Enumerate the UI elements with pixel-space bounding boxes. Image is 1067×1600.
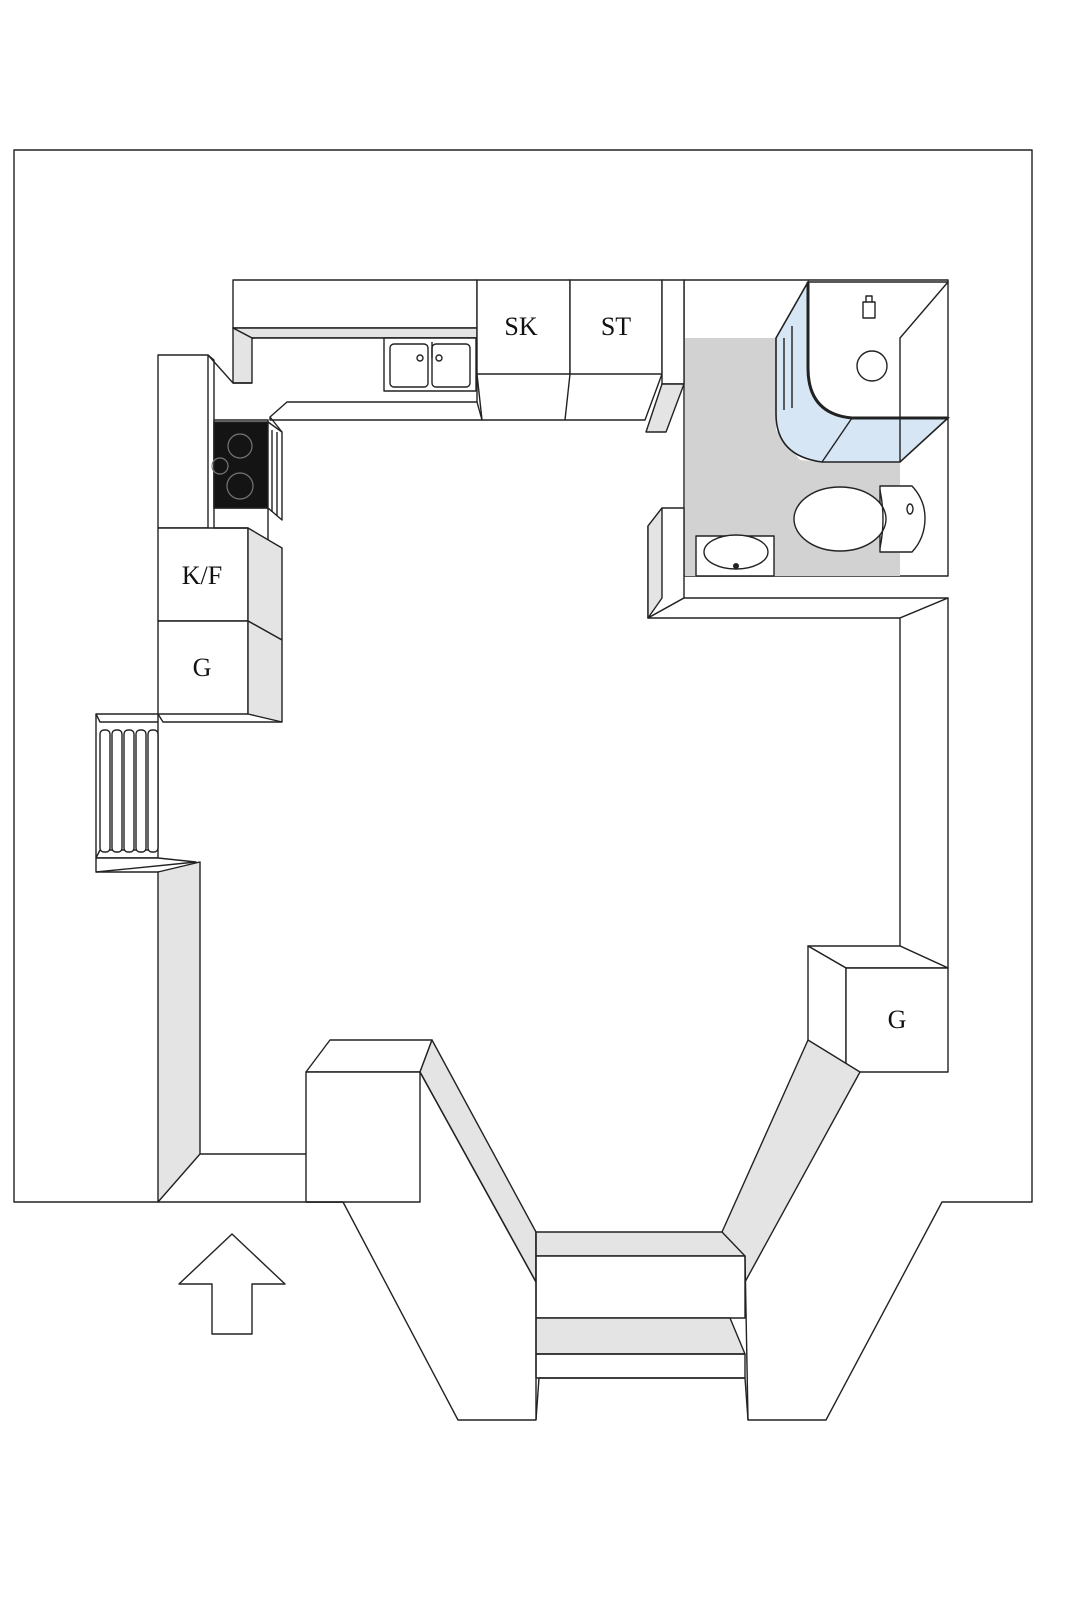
bathroom xyxy=(645,278,951,619)
wall-cabinets xyxy=(232,279,478,329)
sink xyxy=(383,337,477,392)
shower-head-icon xyxy=(862,295,876,319)
stove-hob xyxy=(211,421,283,521)
cabinet-sk: SK xyxy=(476,279,571,421)
label-sk: SK xyxy=(504,312,537,341)
kitchen: SK ST K/F xyxy=(157,279,663,723)
label-kf: K/F xyxy=(182,561,222,590)
left-counter xyxy=(157,354,209,529)
shower xyxy=(775,278,951,463)
cabinet-st: ST xyxy=(565,279,663,421)
shower-drain xyxy=(856,350,888,382)
label-g-left: G xyxy=(193,653,212,682)
toilet xyxy=(793,485,926,553)
label-g-right: G xyxy=(888,1005,907,1034)
radiator xyxy=(95,713,159,859)
cabinet-kf: K/F xyxy=(157,508,283,641)
entrance-arrow-icon xyxy=(178,1233,286,1335)
cabinet-g-right: G xyxy=(807,945,949,1073)
washbasin xyxy=(695,534,775,577)
label-st: ST xyxy=(601,312,631,341)
bay-window xyxy=(305,1039,861,1421)
left-wall-lower xyxy=(157,861,201,1203)
cabinet-g-left: G xyxy=(157,620,283,723)
